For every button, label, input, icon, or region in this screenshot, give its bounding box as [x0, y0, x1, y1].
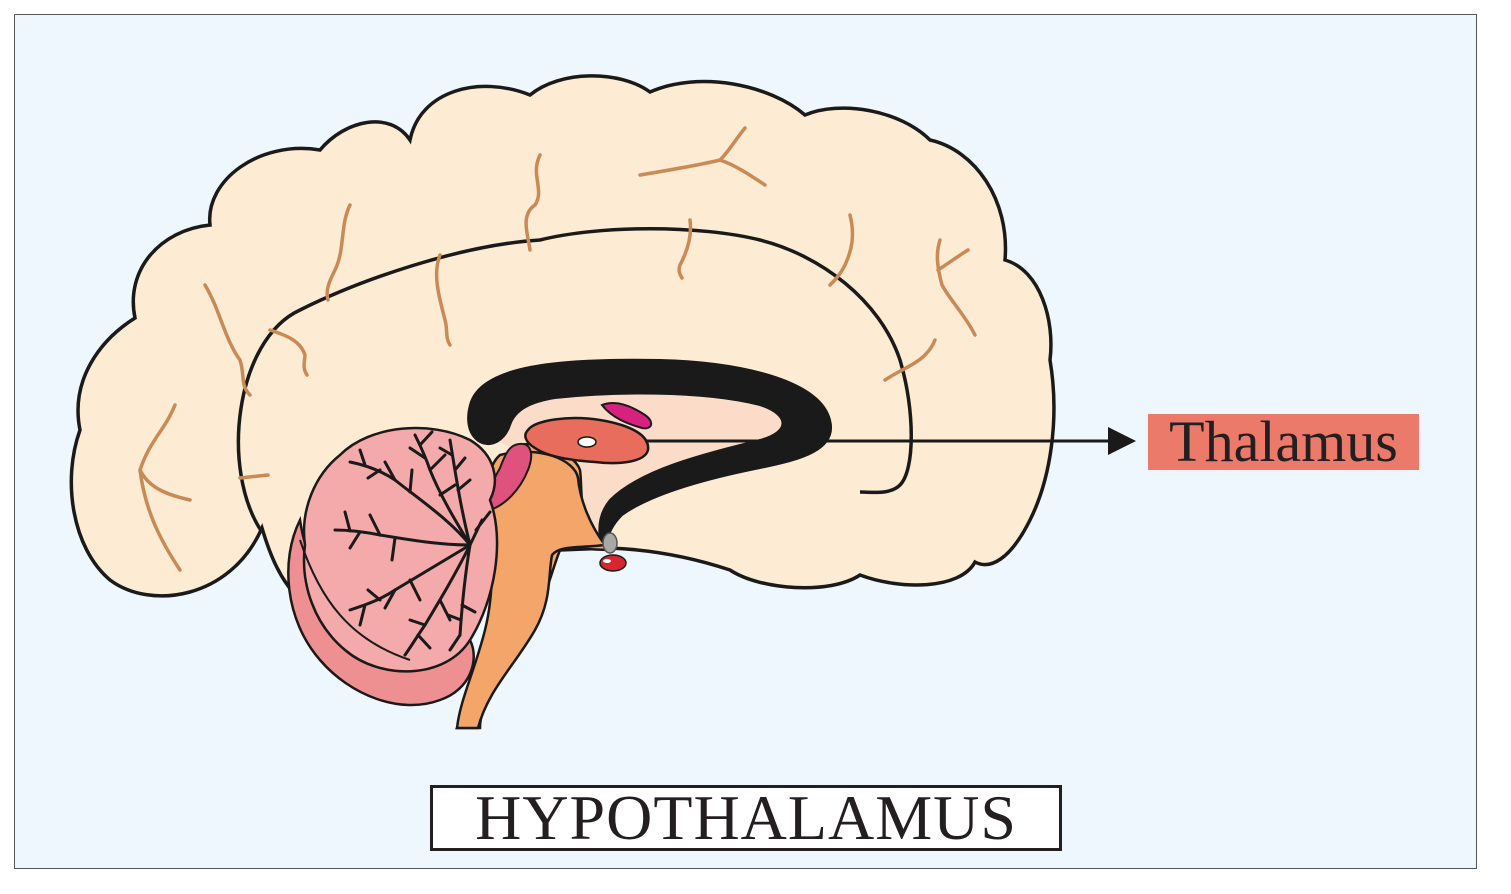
arbor-vitae [333, 430, 492, 657]
pituitary-stalk [602, 532, 618, 554]
cerebellum-lobe-line [299, 539, 411, 661]
thalamus-label: Thalamus [1148, 409, 1419, 474]
diagram-title-text: HYPOTHALAMUS [475, 782, 1017, 853]
corpus-callosum [467, 358, 833, 541]
cerebrum [69, 74, 1056, 606]
cingulate-gyrus-line [236, 227, 913, 533]
thalamus-label-text: Thalamus [1169, 409, 1398, 474]
pituitary-gland [599, 554, 627, 572]
pituitary-highlight [603, 559, 611, 563]
pointer-arrow-icon [1108, 427, 1136, 455]
sulci [138, 126, 977, 572]
diagram-title: HYPOTHALAMUS [430, 785, 1062, 851]
fornix [600, 402, 653, 430]
thalamus-center [577, 436, 597, 448]
